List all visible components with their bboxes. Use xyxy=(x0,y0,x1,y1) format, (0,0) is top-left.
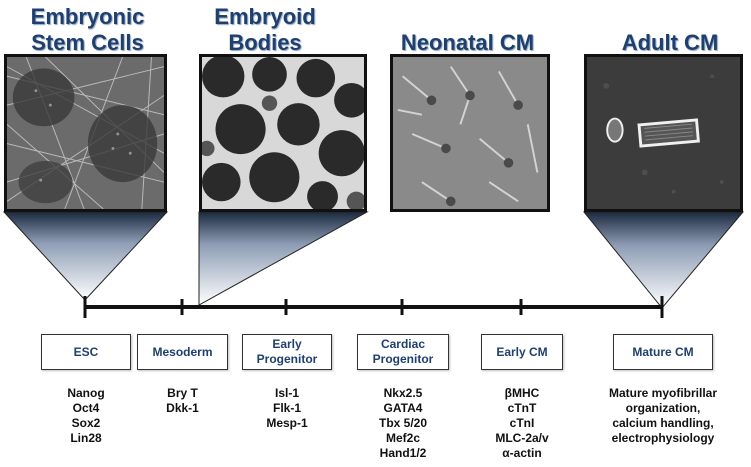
markers-mesoderm: Bry T Dkk-1 xyxy=(166,386,199,415)
label-early-cm: Early CM xyxy=(481,334,563,370)
adult-cardiomyocyte-micrograph xyxy=(584,54,743,212)
label-esc: ESC xyxy=(41,334,131,370)
stage-title-adult-cm: Adult CM xyxy=(621,30,719,55)
label-mature-cm: Mature CM xyxy=(613,334,713,370)
stage-title-neonatal-cm: Neonatal CM xyxy=(400,30,535,55)
embryoid-bodies-micrograph xyxy=(199,54,367,212)
stage-title-esc: Embryonic Stem Cells xyxy=(30,4,145,55)
funnel-adult-cm xyxy=(582,211,745,309)
markers-early-progenitor: Isl-1 Flk-1 Mesp-1 xyxy=(266,386,308,430)
esc-colony-micrograph xyxy=(4,54,167,212)
markers-esc: Nanog Oct4 Sox2 Lin28 xyxy=(67,386,105,445)
label-early-progenitor: Early Progenitor xyxy=(242,334,332,370)
markers-cardiac-progenitor: Nkx2.5 GATA4 Tbx 5/20 Mef2c Hand1/2 xyxy=(378,386,428,460)
stage-title-embryoid-bodies: Embryoid Bodies xyxy=(214,4,316,55)
funnel-embryoid-bodies xyxy=(198,211,369,306)
label-mesoderm: Mesoderm xyxy=(137,334,228,370)
markers-mature-cm: Mature myofibrillar organization, calciu… xyxy=(608,386,718,445)
label-cardiac-progenitor: Cardiac Progenitor xyxy=(357,334,449,370)
neonatal-cardiomyocytes-micrograph xyxy=(390,54,550,212)
markers-early-cm: βMHC cTnT cTnI MLC-2a/v α-actin xyxy=(495,386,549,460)
funnel-esc xyxy=(2,211,169,301)
